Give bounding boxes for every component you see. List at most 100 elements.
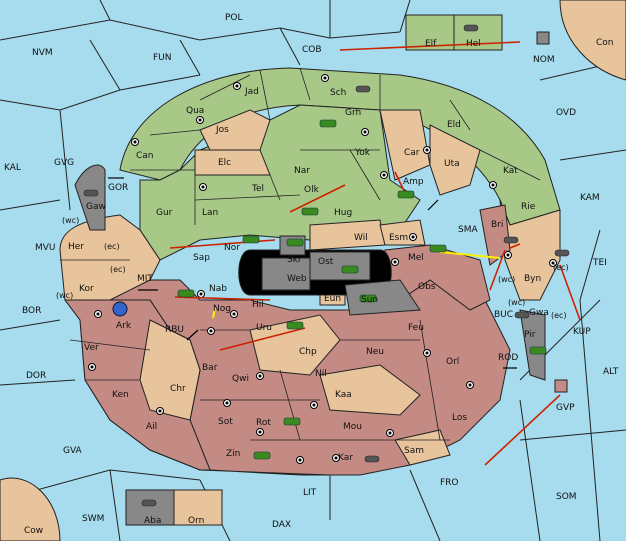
land-elf: Elf <box>425 39 437 49</box>
land-grh: Grh <box>345 108 361 118</box>
ocean-swm: SWM <box>82 514 104 524</box>
land-jos: Jos <box>215 125 229 135</box>
ocean-kam: KAM <box>580 193 600 203</box>
coast-byn-ec: (ec) <box>553 263 569 272</box>
coast-her-ec: (ec) <box>104 242 120 251</box>
ocean-ovd: OVD <box>556 108 576 118</box>
region-wil <box>309 219 386 251</box>
land-rot: Rot <box>256 418 271 428</box>
land-rie: Rie <box>521 202 536 212</box>
region-elc <box>194 149 271 176</box>
coast-gwa-ec: (ec) <box>551 311 567 320</box>
land-sot: Sot <box>218 417 233 427</box>
land-can: Can <box>136 151 154 161</box>
land-chr: Chr <box>170 384 186 394</box>
ocean-sma: SMA <box>458 225 478 235</box>
coast-her-wc: (wc) <box>62 216 79 225</box>
land-nog: Nog <box>213 304 231 314</box>
land-nab: Nab <box>209 284 227 294</box>
land-byn: Byn <box>524 274 541 284</box>
ocean-alt: ALT <box>603 367 619 377</box>
ocean-fro: FRO <box>440 478 459 488</box>
land-elc: Elc <box>218 158 231 168</box>
land-sap: Sap <box>193 253 210 263</box>
land-esm: Esm <box>389 233 408 243</box>
region-sam <box>394 429 451 466</box>
ocean-nom: NOM <box>533 55 555 65</box>
land-amp: Amp <box>403 177 424 187</box>
land-eld: Eld <box>447 120 461 130</box>
land-gaw: Gaw <box>86 202 106 212</box>
order-arrows <box>169 41 581 466</box>
ocean-con: Con <box>596 38 614 48</box>
land-ken: Ken <box>112 390 129 400</box>
ocean-lit: LIT <box>303 488 317 498</box>
land-kat: Kat <box>503 166 518 176</box>
land-lan: Lan <box>202 208 218 218</box>
land-hil: Hil <box>252 300 264 310</box>
ocean-rbu: RBU <box>165 325 184 335</box>
land-kaa: Kaa <box>335 390 352 400</box>
land-nor: Nor <box>224 243 240 253</box>
land-nil: Nil <box>315 369 327 379</box>
land-chp: Chp <box>299 347 317 357</box>
land-ail: Ail <box>146 422 157 432</box>
ocean-gor: GOR <box>108 183 128 193</box>
ocean-gva: GVA <box>63 446 83 456</box>
land-her: Her <box>68 242 84 252</box>
land-jad: Jad <box>244 87 259 97</box>
land-mel: Mel <box>408 253 424 263</box>
land-neu: Neu <box>366 347 384 357</box>
land-los: Los <box>452 413 467 423</box>
ocean-labels: POL NVM FUN COB NOM Con OVD KAM TEI KUP … <box>4 13 619 530</box>
supply-centers <box>88 74 557 464</box>
land-sch: Sch <box>330 88 346 98</box>
region-gaw <box>74 164 106 231</box>
land-bri: Bri <box>491 220 503 230</box>
ocean-pol: POL <box>225 13 243 23</box>
land-sam: Sam <box>404 446 424 456</box>
gvp-box <box>554 379 568 393</box>
land-gur: Gur <box>156 208 173 218</box>
land-ark: Ark <box>116 321 132 331</box>
region-pir <box>519 309 546 381</box>
ocean-gvp: GVP <box>556 403 575 413</box>
fleets <box>83 24 570 507</box>
internal-borders <box>60 67 541 441</box>
land-qwi: Qwi <box>232 374 249 384</box>
ocean-fun: FUN <box>153 53 172 63</box>
ocean-gvg: GVG <box>54 158 74 168</box>
support-order <box>212 251 501 319</box>
land-labels: Jad Sch Qua Grh Eld Can Yok Nar Olk Amp … <box>24 39 549 536</box>
coast-gwa-wc: (wc) <box>508 298 525 307</box>
ocean-tei: TEI <box>592 258 607 268</box>
ocean-bor: BOR <box>22 306 41 316</box>
land-kor: Kor <box>79 284 94 294</box>
ark-unit-icon <box>112 301 128 317</box>
region-sun <box>344 279 421 316</box>
land-sun: Sun <box>361 295 378 305</box>
land-cow: Cow <box>24 526 43 536</box>
ocean-mit: MIT <box>137 274 153 284</box>
ocean-kup: KUP <box>573 327 591 337</box>
land-uru: Uru <box>256 323 272 333</box>
nom-box <box>536 31 550 45</box>
ocean-mvu: MVU <box>35 243 56 253</box>
land-aba: Aba <box>144 516 161 526</box>
region-elf <box>405 14 455 51</box>
region-inner-north <box>139 104 421 261</box>
land-hug: Hug <box>334 208 352 218</box>
land-eun: Eun <box>324 294 341 304</box>
land-tel: Tel <box>251 184 264 194</box>
land-pir: Pir <box>524 330 536 340</box>
ocean-rod: ROD <box>498 353 518 363</box>
ocean-buc: BUC <box>494 310 513 320</box>
ocean-nvm: NVM <box>32 48 53 58</box>
region-jos <box>199 109 271 151</box>
land-uta: Uta <box>444 159 460 169</box>
land-web: Web <box>287 274 307 284</box>
land-mou: Mou <box>343 422 362 432</box>
region-uta <box>429 124 481 196</box>
